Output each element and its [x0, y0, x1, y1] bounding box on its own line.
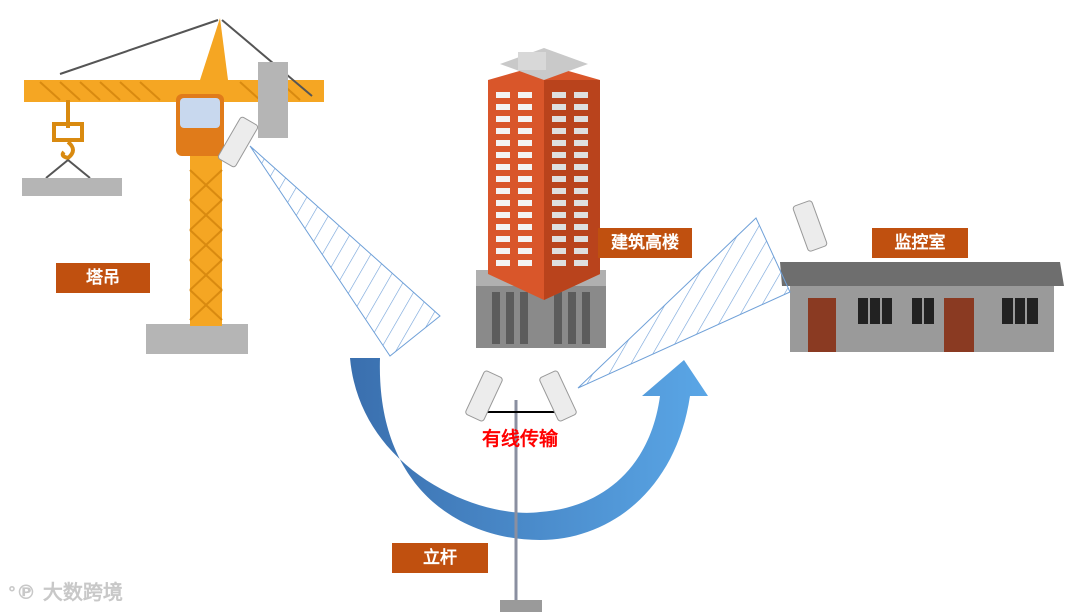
building-window — [552, 152, 566, 158]
building-window — [496, 212, 510, 218]
building-window — [496, 260, 510, 266]
building-window — [518, 248, 532, 254]
building-window — [574, 200, 588, 206]
wireless-device-room-icon — [792, 200, 828, 252]
building-window — [496, 224, 510, 230]
building-window — [518, 224, 532, 230]
transmission-arrow — [350, 358, 708, 540]
wireless-beam-room — [577, 217, 791, 389]
building-window — [518, 236, 532, 242]
building-window — [518, 152, 532, 158]
building-window — [518, 140, 532, 146]
building-window — [552, 128, 566, 134]
building-window — [496, 104, 510, 110]
building-window — [496, 164, 510, 170]
building-window — [496, 92, 510, 98]
building-window — [574, 212, 588, 218]
building-window — [574, 248, 588, 254]
building-window — [552, 188, 566, 194]
building-window — [518, 116, 532, 122]
building-window — [518, 188, 532, 194]
label-building: 建筑高楼 — [598, 228, 692, 258]
building-window — [552, 260, 566, 266]
wireless-beam-crane — [249, 145, 441, 357]
label-crane: 塔吊 — [56, 263, 150, 293]
high-rise-building — [476, 48, 606, 348]
building-window — [552, 164, 566, 170]
building-window — [574, 116, 588, 122]
building-window — [574, 236, 588, 242]
label-control-room: 监控室 — [872, 228, 968, 258]
building-window — [574, 224, 588, 230]
building-window — [574, 260, 588, 266]
building-window — [518, 200, 532, 206]
building-window — [552, 248, 566, 254]
building-window — [496, 236, 510, 242]
building-window — [574, 92, 588, 98]
building-window — [574, 176, 588, 182]
building-window — [496, 152, 510, 158]
building-window — [518, 260, 532, 266]
wireless-device-pole-right-icon — [539, 370, 577, 422]
watermark: ᐤ℗ 大数跨境 — [8, 576, 123, 605]
building-window — [552, 212, 566, 218]
control-room — [780, 262, 1064, 352]
building-window — [496, 176, 510, 182]
building-window — [518, 164, 532, 170]
tower-crane — [22, 18, 324, 354]
building-window — [552, 104, 566, 110]
building-window — [552, 140, 566, 146]
building-window — [574, 104, 588, 110]
building-window — [574, 140, 588, 146]
watermark-text: 大数跨境 — [42, 580, 123, 604]
building-window — [518, 212, 532, 218]
watermark-logo-icon: ᐤ℗ — [8, 580, 36, 604]
building-window — [518, 104, 532, 110]
building-window — [574, 164, 588, 170]
building-window — [518, 128, 532, 134]
building-window — [574, 152, 588, 158]
building-window — [496, 200, 510, 206]
building-window — [518, 92, 532, 98]
building-window — [518, 176, 532, 182]
building-window — [496, 116, 510, 122]
building-window — [552, 236, 566, 242]
building-window — [496, 188, 510, 194]
building-window — [552, 176, 566, 182]
wireless-device-pole-left-icon — [465, 370, 503, 422]
building-window — [552, 224, 566, 230]
building-window — [496, 140, 510, 146]
building-window — [552, 92, 566, 98]
building-window — [496, 128, 510, 134]
building-window — [552, 116, 566, 122]
building-window — [496, 248, 510, 254]
building-window — [552, 200, 566, 206]
building-window — [574, 128, 588, 134]
label-wired-transmission: 有线传输 — [482, 428, 559, 450]
building-window — [574, 188, 588, 194]
label-pole: 立杆 — [392, 543, 488, 573]
pole — [486, 400, 556, 612]
wireless-device-crane-icon — [217, 116, 259, 168]
